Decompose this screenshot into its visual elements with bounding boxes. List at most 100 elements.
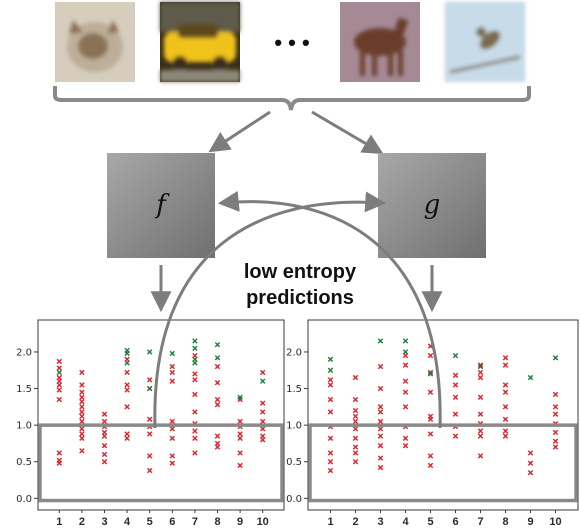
x-tick-label: 1 — [327, 516, 333, 528]
red-marker — [169, 426, 175, 432]
red-marker — [192, 377, 198, 383]
model-g-box: g — [378, 153, 486, 258]
red-marker — [502, 389, 509, 395]
x-tick-label: 5 — [147, 516, 153, 528]
red-marker — [502, 404, 509, 410]
y-tick-label: 0.0 — [286, 494, 302, 505]
red-marker — [237, 418, 243, 425]
red-marker — [169, 460, 175, 466]
red-marker — [327, 450, 334, 456]
arc-to-g — [153, 191, 387, 429]
model-f-box: f — [107, 153, 215, 258]
red-marker — [101, 418, 108, 425]
x-tick-label: 10 — [257, 516, 269, 528]
red-marker — [79, 389, 85, 395]
red-marker — [147, 377, 153, 383]
green-marker — [192, 345, 198, 351]
green-marker — [147, 349, 153, 355]
green-marker — [147, 385, 153, 392]
red-marker — [327, 467, 334, 474]
red-marker — [477, 369, 484, 376]
red-marker — [427, 462, 434, 469]
red-marker — [452, 433, 459, 439]
red-marker — [56, 365, 62, 371]
horse-image — [340, 2, 420, 82]
green-marker — [237, 394, 243, 401]
red-marker — [452, 411, 459, 417]
red-marker — [477, 433, 484, 439]
red-marker — [79, 409, 85, 415]
red-marker — [124, 404, 130, 410]
red-marker — [101, 433, 108, 439]
red-marker — [352, 396, 359, 403]
green-marker — [427, 371, 434, 377]
red-marker — [169, 453, 175, 459]
caption-line1: low entropy — [244, 261, 357, 283]
red-marker — [124, 369, 130, 376]
red-marker — [214, 396, 221, 403]
red-marker — [527, 460, 534, 466]
y-tick-label: 1.0 — [286, 421, 302, 432]
x-tick-label: 7 — [192, 516, 198, 528]
arrow-to-g — [311, 110, 384, 155]
red-marker — [237, 435, 243, 442]
red-marker — [452, 382, 459, 388]
green-marker — [402, 349, 409, 355]
red-marker — [101, 411, 108, 417]
red-marker — [327, 377, 334, 383]
red-marker — [402, 362, 409, 368]
red-marker — [327, 409, 334, 415]
red-marker — [402, 389, 409, 395]
plot-frame — [307, 319, 579, 511]
x-tick-label: 8 — [214, 516, 220, 528]
red-marker — [502, 416, 509, 422]
cat-image — [55, 2, 135, 82]
red-marker — [427, 352, 434, 359]
green-marker — [452, 352, 459, 359]
red-marker — [552, 429, 559, 436]
y-tick-label: 0.5 — [286, 457, 302, 468]
y-tick-label: 1.0 — [16, 421, 32, 432]
red-marker — [427, 369, 434, 376]
green-marker — [552, 355, 559, 361]
red-marker — [101, 442, 108, 449]
red-marker — [552, 391, 559, 398]
red-marker — [192, 391, 198, 398]
red-marker — [377, 363, 384, 370]
x-tick-label: 10 — [549, 516, 561, 528]
green-marker — [169, 350, 175, 357]
red-marker — [192, 428, 198, 434]
green-marker — [327, 356, 334, 362]
red-marker — [192, 409, 198, 415]
red-marker — [260, 426, 266, 432]
red-marker — [79, 448, 85, 454]
red-marker — [214, 363, 221, 370]
red-marker — [147, 416, 153, 422]
low-entropy-box — [38, 423, 284, 503]
red-marker — [452, 372, 459, 379]
ellipsis: • • • — [274, 30, 309, 55]
green-marker — [477, 363, 484, 370]
red-marker — [327, 396, 334, 403]
red-marker — [377, 418, 384, 425]
x-tick-label: 4 — [124, 516, 131, 528]
red-marker — [79, 369, 85, 376]
red-marker — [56, 382, 62, 388]
arc-to-f — [217, 190, 442, 429]
red-marker — [124, 382, 130, 388]
red-marker — [214, 380, 221, 386]
red-marker — [237, 431, 243, 437]
red-marker — [502, 382, 509, 388]
red-marker — [377, 433, 384, 439]
red-marker — [124, 431, 130, 437]
red-marker — [352, 459, 359, 465]
red-marker — [79, 394, 85, 401]
red-marker — [169, 378, 175, 384]
red-marker — [169, 435, 175, 442]
red-marker — [377, 409, 384, 415]
red-marker — [260, 369, 266, 376]
red-marker — [552, 444, 559, 450]
green-marker — [327, 367, 334, 373]
